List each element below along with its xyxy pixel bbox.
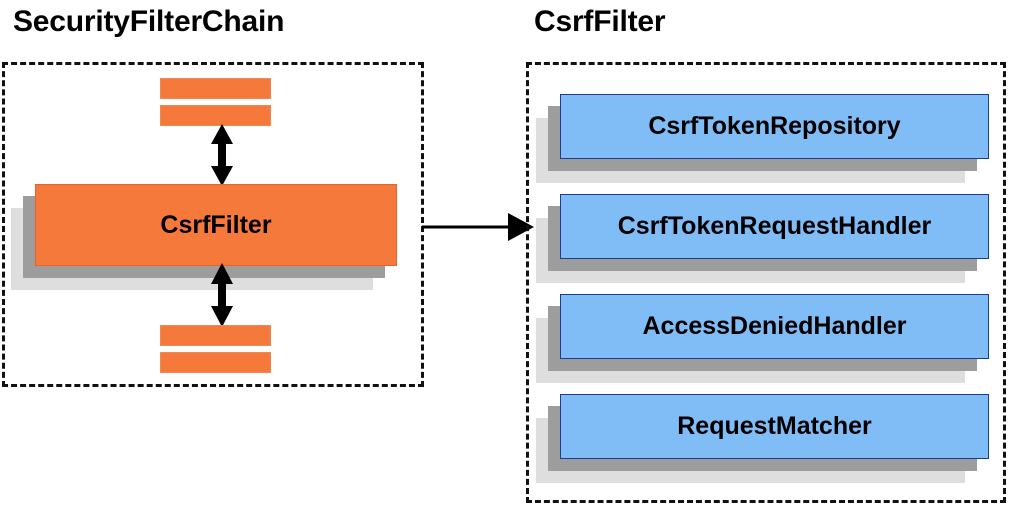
double-arrow-down-icon bbox=[209, 263, 235, 327]
filter-sliver-above-1 bbox=[160, 78, 271, 99]
collaborator-box-access-denied-handler[interactable]: AccessDeniedHandler bbox=[536, 294, 989, 383]
collaborator-box-label: CsrfTokenRepository bbox=[560, 94, 989, 159]
collaborator-box-request-matcher[interactable]: RequestMatcher bbox=[536, 394, 989, 483]
collaborator-box-csrf-token-repository[interactable]: CsrfTokenRepository bbox=[536, 94, 989, 183]
collaborator-box-label: RequestMatcher bbox=[560, 394, 989, 459]
filter-sliver-below-2 bbox=[160, 352, 271, 373]
filter-sliver-above-2 bbox=[160, 105, 271, 126]
csrf-filter-box[interactable]: CsrfFilter bbox=[11, 184, 397, 290]
page-title-security-filter-chain: SecurityFilterChain bbox=[13, 5, 285, 38]
collaborator-box-label: CsrfTokenRequestHandler bbox=[560, 194, 989, 259]
collaborator-box-label: AccessDeniedHandler bbox=[560, 294, 989, 359]
page-title-csrf-filter: CsrfFilter bbox=[534, 5, 666, 38]
double-arrow-up-icon bbox=[209, 124, 235, 186]
connector-arrow-right-icon bbox=[422, 212, 534, 242]
csrf-filter-panel bbox=[526, 62, 1006, 503]
security-filter-chain-panel bbox=[2, 62, 424, 387]
csrf-filter-box-label: CsrfFilter bbox=[35, 184, 397, 266]
filter-sliver-below-1 bbox=[160, 325, 271, 346]
collaborator-box-csrf-token-request-handler[interactable]: CsrfTokenRequestHandler bbox=[536, 194, 989, 283]
